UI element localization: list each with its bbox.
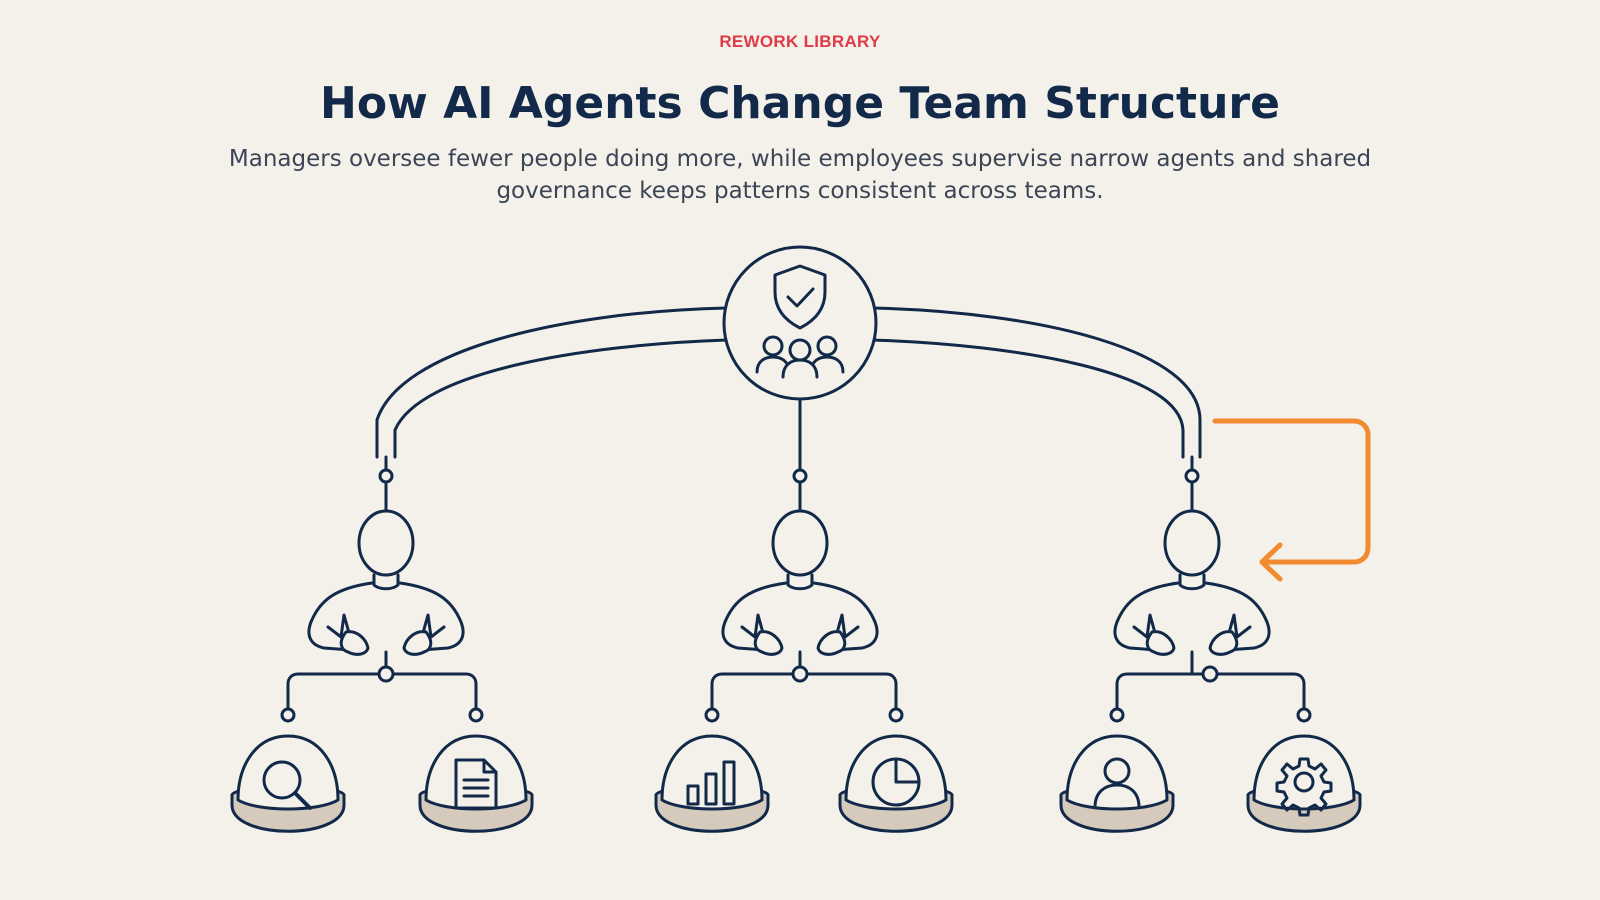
pie-chart-icon [871,757,921,807]
gear-icon [1275,757,1333,817]
bar-chart-icon [686,760,736,806]
governance-band-right [871,306,1202,459]
search-icon [262,760,312,810]
agent-pod-document [418,734,534,833]
people-group-icon [755,335,845,379]
agent-pod-pie-chart [838,734,954,833]
agent-branch [280,665,484,723]
team-connector [792,466,808,512]
agent-pod-bar-chart [654,734,770,833]
agent-pod-search [230,734,346,833]
document-icon [454,758,498,810]
employee-figure [721,509,879,674]
agent-pod-gear [1246,734,1362,833]
agent-branch [704,665,904,723]
page-title: How AI Agents Change Team Structure [320,78,1280,129]
agent-pod-user [1059,734,1175,833]
team-connector [378,455,394,512]
governance-band-left [375,306,729,459]
governance-hub [722,245,878,401]
employee-figure [307,509,465,674]
team-connector [1184,455,1200,512]
shield-check-icon [773,264,827,330]
page-subtitle: Managers oversee fewer people doing more… [228,146,1372,204]
eyebrow-label: REWORK LIBRARY [719,32,881,51]
user-icon [1093,757,1141,809]
feedback-loop-arrow [1212,418,1371,582]
employee-figure [1113,509,1271,674]
agent-branch [1109,665,1312,723]
